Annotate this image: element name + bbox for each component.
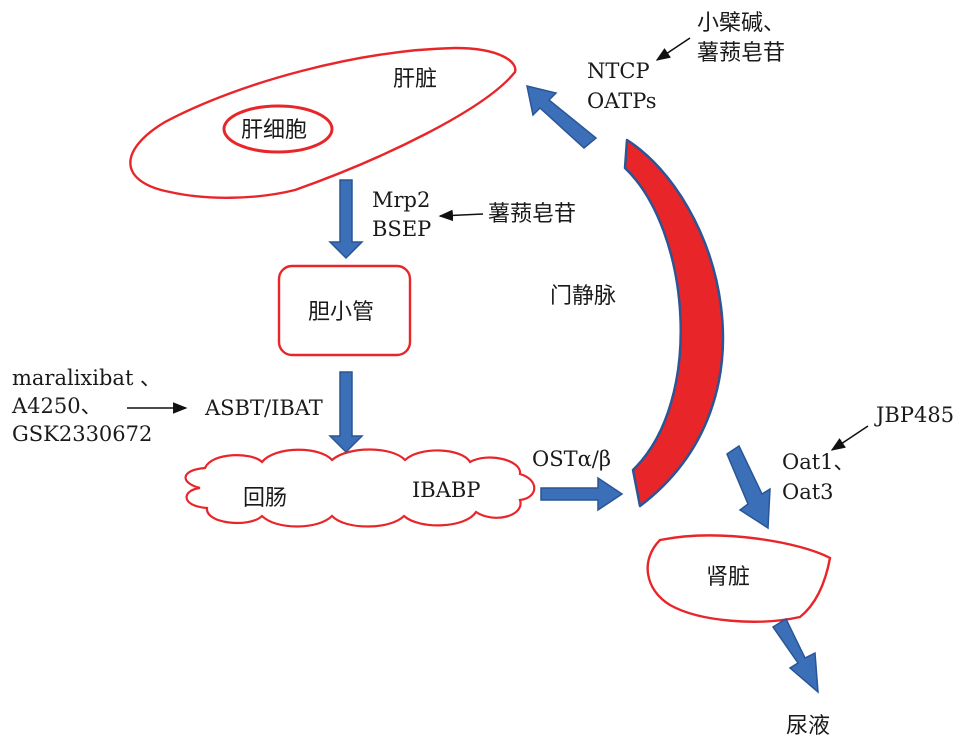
dioscin-label-mid: 薯蓣皂苷	[488, 202, 576, 227]
ileum-label: 回肠	[243, 486, 287, 511]
oat3-label: Oat3	[782, 480, 834, 504]
jbp485-label: JBP485	[874, 403, 954, 427]
arrow-ileum-to-portal-vein	[540, 476, 624, 512]
bile-canaliculus-label: 胆小管	[308, 300, 374, 325]
hepatocyte-outline	[222, 104, 334, 154]
oatps-label: OATPs	[587, 89, 657, 113]
ileum-outline	[184, 448, 536, 528]
kidney-outline	[646, 534, 832, 623]
arrow-portal-vein-to-liver	[526, 84, 598, 149]
pointer-jbp485-to-oat	[830, 425, 869, 451]
pointer-berberine-to-ntcp	[655, 37, 691, 61]
ntcp-label: NTCP	[587, 59, 650, 83]
arrow-canaliculus-to-ileum	[328, 371, 364, 454]
portal-vein-band	[623, 138, 725, 508]
hepatocyte-label: 肝细胞	[241, 118, 307, 143]
oat1-label: Oat1、	[782, 450, 855, 474]
ibabp-label: IBABP	[412, 478, 480, 502]
ost-label: OSTα/β	[532, 447, 611, 471]
berberine-label: 小檗碱、	[697, 11, 785, 36]
mrp2-label: Mrp2	[372, 188, 430, 212]
urine-label: 尿液	[786, 714, 830, 739]
gsk2330672-label: GSK2330672	[12, 422, 152, 446]
liver-label: 肝脏	[393, 67, 437, 92]
dioscin-label-top: 薯蓣皂苷	[697, 41, 785, 66]
bile-canaliculus-box	[277, 264, 412, 357]
pointer-dioscin-to-bsep	[438, 209, 484, 222]
arrow-kidney-to-urine	[771, 617, 819, 694]
liver-outline	[129, 46, 517, 199]
a4250-label: A4250、	[11, 394, 102, 418]
bsep-label: BSEP	[372, 217, 431, 241]
arrow-portal-vein-to-kidney	[726, 444, 771, 530]
portal-vein-label: 门静脉	[550, 284, 616, 309]
arrow-liver-to-canaliculus	[328, 179, 364, 260]
maralixibat-label: maralixibat 、	[12, 366, 161, 390]
asbt-ibat-label: ASBT/IBAT	[204, 396, 323, 420]
kidney-label: 肾脏	[706, 565, 750, 590]
